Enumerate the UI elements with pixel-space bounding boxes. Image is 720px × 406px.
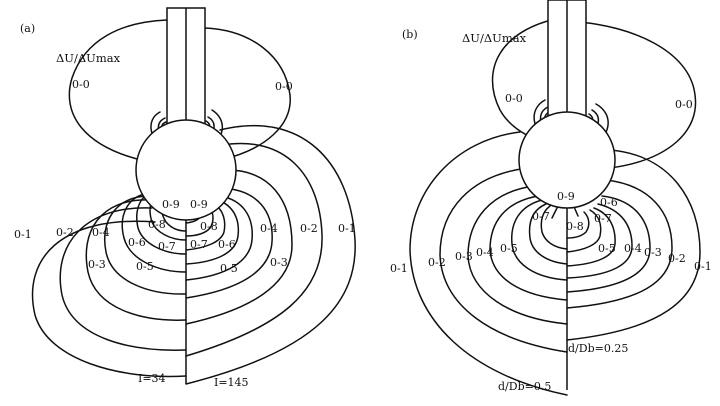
panel-a-left-label-0-9: 0-9 (162, 198, 180, 211)
contour-b-left-0-1 (409, 131, 568, 396)
panel-a-right-label-0-8: 0-8 (200, 220, 218, 233)
panel-a-left-label-0-1: 0-1 (14, 228, 32, 241)
contour-right-0-7 (185, 203, 226, 251)
contour-b-left-0-4 (489, 195, 568, 301)
panel-b-left-label-0-5: 0-5 (500, 242, 518, 255)
panel-a-right-label-0-1: 0-1 (338, 222, 356, 235)
panel-b-left-label-0-9: 0-9 (557, 190, 575, 203)
panel-a-quantity-label: ΔU/ΔUmax (56, 51, 121, 65)
panel-a-top-label-right: 0-0 (275, 80, 293, 93)
panel-b-left-label-0-4: 0-4 (476, 246, 494, 259)
panel-b-left-label-0-8: 0-8 (566, 220, 584, 233)
panel-b-top-label-left: 0-0 (505, 92, 523, 105)
contour-right-0-8 (185, 207, 214, 237)
contour-b-left-0-2 (439, 167, 568, 353)
contour-b-right-0-7 (566, 211, 590, 239)
contour-left-0-0 (68, 19, 168, 165)
panel-a-right-label-0-5: 0-5 (220, 262, 238, 275)
panel-b-left-label-0-1: 0-1 (390, 262, 408, 275)
contour-b-right-0-2 (566, 179, 673, 309)
panel-a-left-annotation: I=34 (138, 372, 166, 385)
contour-b-right-0-1 (566, 149, 701, 341)
panel-a-right-label-0-2: 0-2 (300, 222, 318, 235)
contour-b-left-0-7 (540, 205, 568, 250)
panel-b-label: (b) (402, 28, 418, 41)
panel-a-right-label-0-9: 0-9 (190, 198, 208, 211)
contour-left-0-3 (85, 199, 187, 321)
contour-right-0-4 (185, 187, 273, 299)
panel-b-left-annotation: d/Db=0.5 (498, 380, 551, 393)
panel-b-right-label-0-4: 0-4 (624, 242, 642, 255)
panel-a-left-label-0-7: 0-7 (158, 240, 176, 253)
contour-left-0-4 (104, 195, 187, 295)
contour-right-0-1 (185, 124, 356, 385)
contour-b-right-0-3 (566, 195, 651, 293)
contour-b-left-0-6 (528, 203, 568, 265)
contour-left-0-1 (31, 220, 187, 378)
panel-a-left-label-0-4: 0-4 (92, 226, 110, 239)
panel-b: (b) ΔU/ΔUmax d/Db=0.5 d/Db=0.25 0-0 0-0 … (390, 0, 712, 396)
panel-a-right-label-0-4: 0-4 (260, 222, 278, 235)
panel-a-right-annotation: I=145 (214, 376, 249, 389)
panel-b-right-label-0-5: 0-5 (598, 242, 616, 255)
panel-a-sphere (135, 119, 237, 221)
contour-left-0-5 (121, 192, 187, 273)
panel-b-right-label-0-3: 0-3 (644, 246, 662, 259)
panel-a-right-label-0-3: 0-3 (270, 256, 288, 269)
contour-right-0-5 (185, 195, 253, 281)
contour-right-0-2 (185, 142, 323, 357)
contour-b-right-0-6 (566, 209, 602, 253)
contour-right-0-0 (204, 27, 291, 161)
panel-a-left-label-0-5: 0-5 (136, 260, 154, 273)
panel-b-quantity-label: ΔU/ΔUmax (462, 31, 527, 45)
panel-a-left-label-0-8: 0-8 (148, 218, 166, 231)
panel-b-sphere (518, 111, 616, 209)
panel-b-top-label-right: 0-0 (675, 98, 693, 111)
panel-b-right-label-0-2: 0-2 (668, 252, 686, 265)
contour-right-0-3 (185, 169, 293, 325)
contour-b-right-0-4 (566, 203, 633, 279)
panel-a-left-label-0-6: 0-6 (128, 236, 146, 249)
contour-b-left-0-5 (511, 199, 568, 281)
panel-a-label: (a) (20, 22, 35, 35)
panel-a-right-label-0-6: 0-6 (218, 238, 236, 251)
panel-a-top-label-left: 0-0 (72, 78, 90, 91)
panel-a-left-label-0-2: 0-2 (56, 226, 74, 239)
contour-b-left-0-3 (467, 185, 568, 325)
contour-right-0-6 (185, 199, 240, 265)
contour-b-right-0-5 (566, 207, 616, 267)
panel-b-right-label-0-7: 0-7 (594, 212, 612, 225)
panel-b-right-annotation: d/Db=0.25 (568, 342, 628, 355)
panel-b-left-label-0-7: 0-7 (532, 210, 550, 223)
panel-b-right-label-0-6: 0-6 (600, 196, 618, 209)
panel-a: (a) ΔU/ΔUmax I=34 I=145 0-0 0-0 0-1 0-2 … (14, 7, 356, 389)
panel-b-left-label-0-2: 0-2 (428, 256, 446, 269)
panel-a-right-label-0-7: 0-7 (190, 238, 208, 251)
panel-a-left-label-0-3: 0-3 (88, 258, 106, 271)
contour-b-left-0-0 (491, 17, 561, 141)
panel-b-right-label-0-1: 0-1 (694, 260, 712, 273)
panel-b-left-label-0-3: 0-3 (455, 250, 473, 263)
contour-b-right-0-0 (577, 21, 697, 169)
